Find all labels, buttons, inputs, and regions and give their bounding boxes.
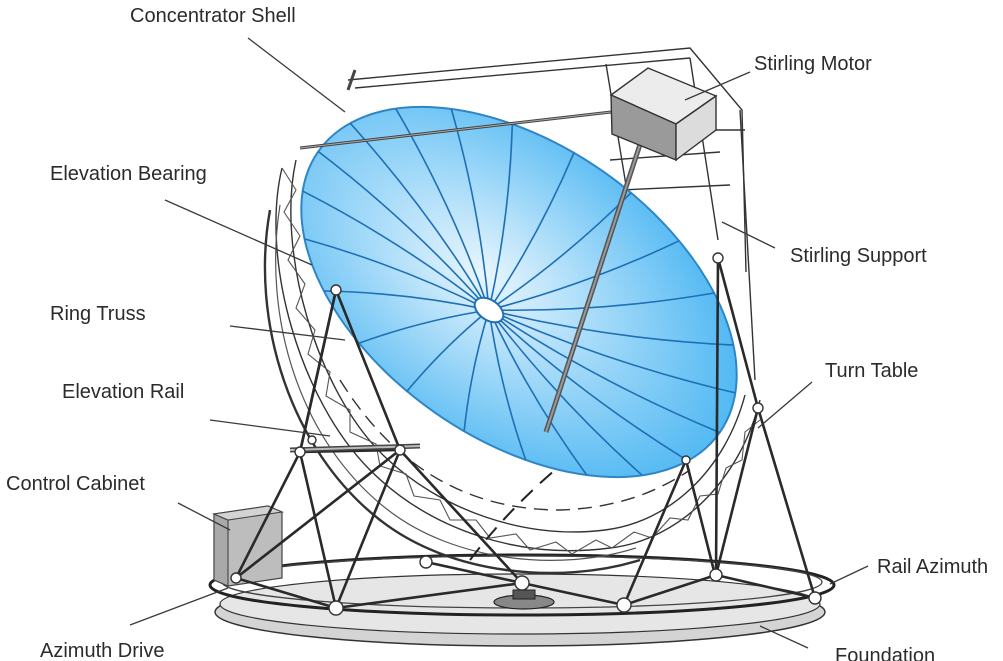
stirling-motor	[609, 67, 718, 162]
label-stirling-support: Stirling Support	[790, 245, 927, 267]
leader-foundation	[759, 625, 809, 649]
dish-rib	[488, 309, 734, 346]
label-concentrator-shell: Concentrator Shell	[130, 5, 296, 27]
labels: Concentrator Shell Stirling Motor Elevat…	[6, 5, 988, 661]
dish-rib	[450, 108, 490, 311]
control-cabinet	[211, 505, 285, 587]
dish-rib	[488, 309, 588, 476]
leader-elevation-rail	[209, 419, 331, 437]
dish-rib	[488, 309, 721, 434]
dish-rib	[488, 124, 514, 311]
dish-rib	[406, 309, 490, 392]
dish-rib	[488, 240, 680, 311]
frame-joints	[230, 252, 822, 616]
dish-rib	[323, 290, 490, 311]
dish-rib	[488, 152, 575, 311]
dish-rib	[395, 108, 490, 311]
leader-azimuth-drive	[129, 587, 229, 626]
dish-rib	[488, 309, 736, 394]
concentrator-shell	[300, 105, 738, 479]
dish-rib	[463, 309, 490, 432]
label-stirling-motor: Stirling Motor	[754, 53, 872, 75]
leader-rail-azimuth	[829, 565, 869, 585]
dish-rib	[488, 309, 689, 462]
dish-rib	[488, 192, 632, 311]
dish-rib	[349, 122, 490, 311]
dish-rib	[488, 309, 643, 476]
leader-control-cabinet	[177, 502, 231, 531]
leader-stirling-support	[721, 221, 776, 249]
leader-ring-truss	[229, 325, 346, 341]
leader-concentrator-shell	[247, 37, 346, 113]
leader-stirling-motor	[684, 71, 751, 101]
dish-rib	[317, 150, 490, 311]
dish-rib	[488, 309, 527, 461]
label-elevation-rail: Elevation Rail	[62, 381, 184, 403]
leader-lines	[129, 37, 869, 649]
dish-rib	[304, 238, 490, 311]
dish-rib	[488, 292, 715, 312]
dish-rib	[302, 190, 490, 311]
dish-rib	[358, 309, 490, 344]
leader-elevation-bearing	[164, 199, 313, 266]
label-foundation: Foundation	[835, 645, 935, 661]
leader-turn-table	[757, 381, 813, 429]
label-turn-table: Turn Table	[825, 360, 918, 382]
label-ring-truss: Ring Truss	[50, 303, 146, 325]
label-elevation-bearing: Elevation Bearing	[50, 163, 207, 185]
label-azimuth-drive: Azimuth Drive	[40, 640, 164, 661]
label-rail-azimuth: Rail Azimuth	[877, 556, 988, 578]
label-control-cabinet: Control Cabinet	[6, 473, 145, 495]
